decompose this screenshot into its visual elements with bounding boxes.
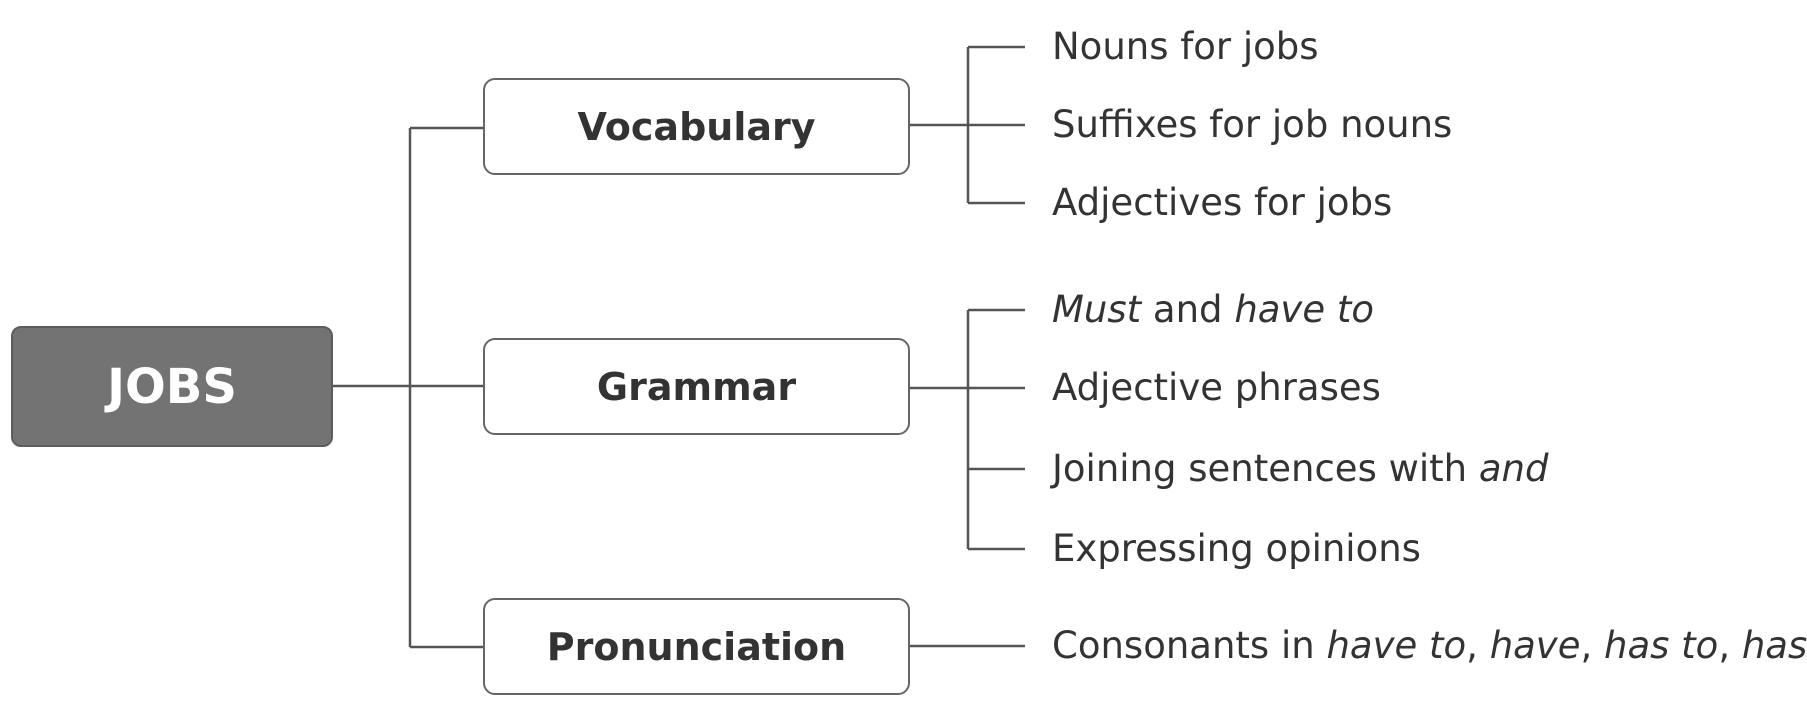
leaf-text: , — [1466, 624, 1490, 667]
branch-label-vocabulary: Vocabulary — [577, 104, 816, 149]
leaf-must-and-have-to: Must and have to — [1052, 285, 1374, 335]
leaf-text-italic: has — [1741, 624, 1807, 667]
leaf-adjectives-for-jobs: Adjectives for jobs — [1052, 178, 1392, 228]
leaf-expressing-opinions: Expressing opinions — [1052, 524, 1421, 574]
root-label: JOBS — [107, 358, 237, 415]
leaf-text: Expressing opinions — [1052, 527, 1421, 570]
leaf-text: , — [1718, 624, 1742, 667]
leaf-text: Adjectives for jobs — [1052, 181, 1393, 224]
leaf-text-italic: have to — [1234, 288, 1375, 331]
branch-node-grammar: Grammar — [483, 338, 910, 435]
branch-label-grammar: Grammar — [596, 364, 797, 409]
leaf-text-italic: has to — [1604, 624, 1719, 667]
leaf-text: , — [1580, 624, 1605, 667]
leaf-text-italic: and — [1478, 447, 1549, 490]
leaf-nouns-for-jobs: Nouns for jobs — [1052, 22, 1319, 72]
leaf-joining-sentences: Joining sentences with and — [1052, 444, 1549, 494]
branch-node-pronunciation: Pronunciation — [483, 598, 910, 695]
leaf-text: Adjective phrases — [1052, 366, 1381, 409]
root-node-jobs: JOBS — [11, 326, 333, 447]
leaf-adjective-phrases: Adjective phrases — [1052, 363, 1381, 413]
leaf-text-italic: have to — [1326, 624, 1467, 667]
leaf-text: Consonants in — [1052, 624, 1327, 667]
leaf-text: and — [1141, 288, 1235, 331]
leaf-text: Nouns for jobs — [1052, 25, 1319, 68]
leaf-text-italic: Must — [1052, 288, 1142, 331]
leaf-text-italic: have — [1489, 624, 1581, 667]
branch-node-vocabulary: Vocabulary — [483, 78, 910, 175]
leaf-consonants: Consonants in have to, have, has to, has — [1052, 621, 1807, 671]
leaf-suffixes-for-job-nouns: Suffixes for job nouns — [1052, 100, 1452, 150]
leaf-text: Joining sentences with — [1052, 447, 1479, 490]
leaf-text: Suffixes for job nouns — [1052, 103, 1453, 146]
branch-label-pronunciation: Pronunciation — [546, 624, 847, 669]
